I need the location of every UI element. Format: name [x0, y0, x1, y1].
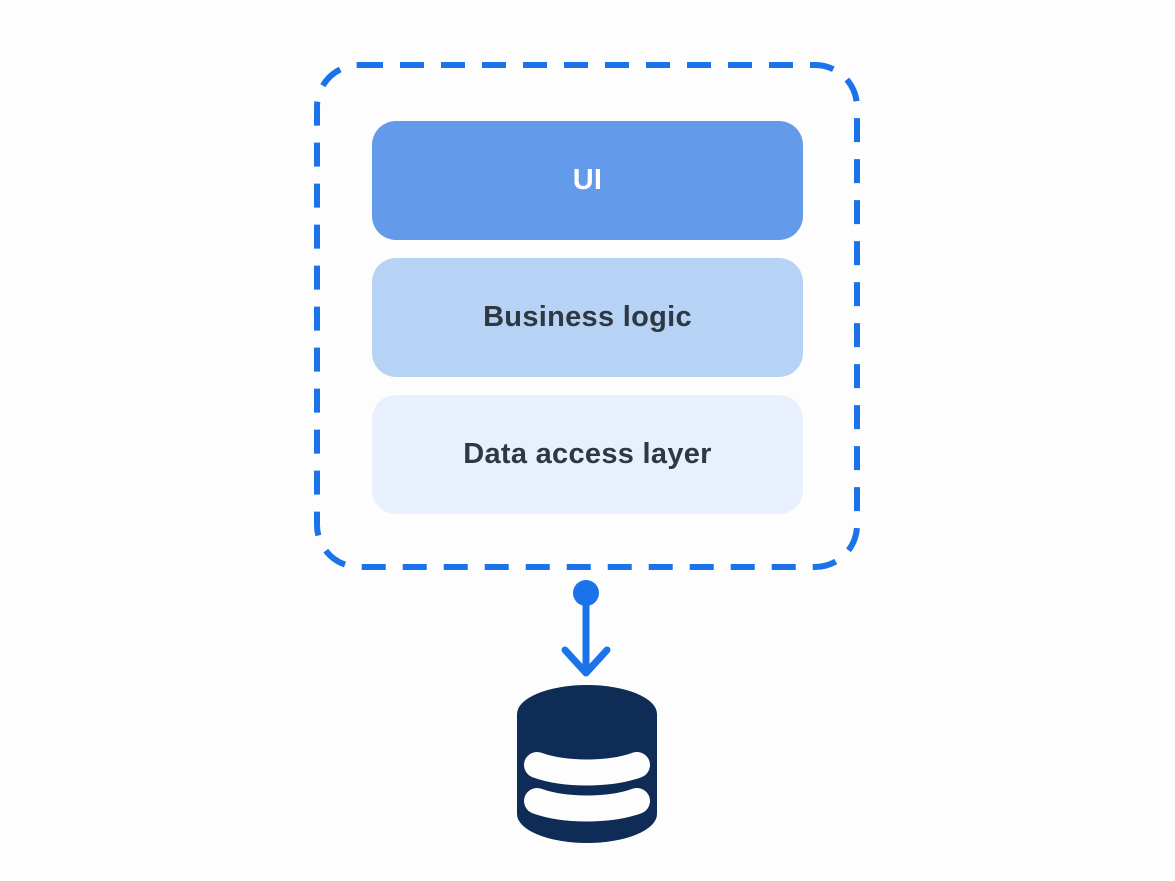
layer-ui-label: UI: [572, 164, 603, 196]
connector-dot: [573, 580, 599, 606]
database-stripe-top: [524, 752, 650, 786]
layer-stack: UI Business logic Data access layer: [372, 121, 803, 514]
database-stripe-bottom: [524, 788, 650, 822]
monolith-boundary: UI Business logic Data access layer: [314, 62, 860, 570]
arrow-down-connector: [561, 580, 611, 677]
dashed-border: [314, 62, 860, 570]
layer-data-access-label: Data access layer: [463, 438, 712, 470]
layer-business-logic: Business logic: [372, 258, 803, 377]
arrowhead-icon: [561, 646, 611, 677]
database-icon: [517, 685, 657, 843]
layer-data-access: Data access layer: [372, 395, 803, 514]
layer-business-logic-label: Business logic: [483, 301, 692, 333]
layer-ui: UI: [372, 121, 803, 240]
